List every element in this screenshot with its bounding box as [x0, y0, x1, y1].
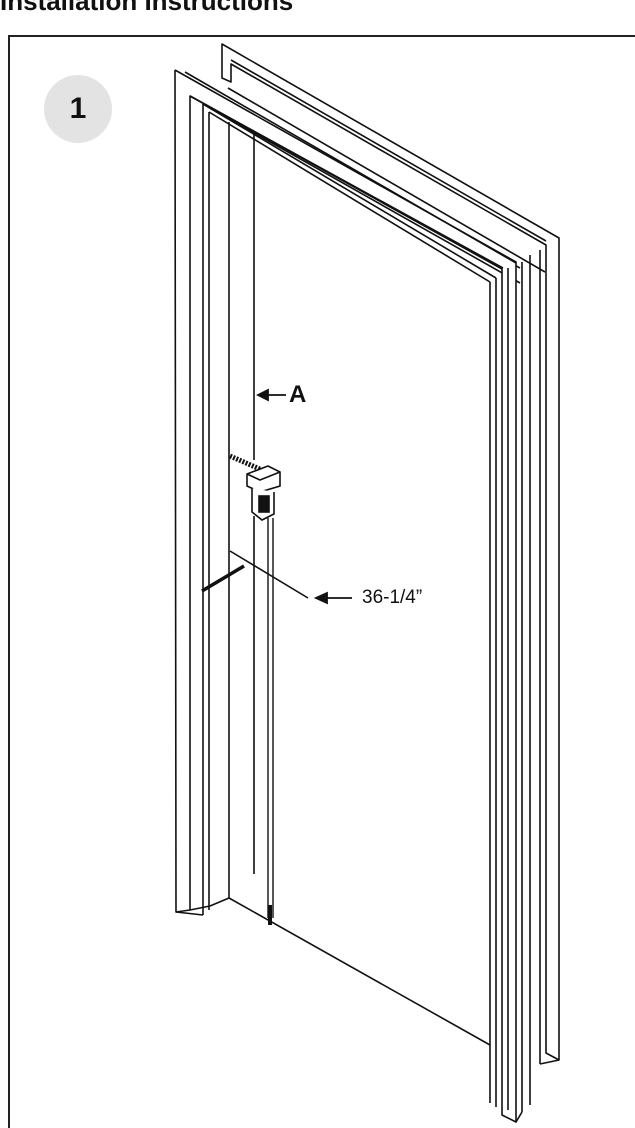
- step-number: 1: [69, 92, 87, 125]
- measurement-label: 36-1/4”: [362, 587, 423, 608]
- panel-border: [8, 35, 635, 1128]
- part-callout-label: A: [289, 381, 307, 408]
- door-frame: [174, 43, 560, 1123]
- page-title: Installation Instructions: [0, 0, 294, 16]
- chain-assembly: [228, 453, 274, 925]
- measurement-line: [201, 550, 309, 599]
- lock-hardware: [246, 465, 281, 521]
- left-arrow-icon: [255, 388, 286, 402]
- left-arrow-icon: [313, 591, 352, 605]
- step-badge: 1: [44, 75, 112, 143]
